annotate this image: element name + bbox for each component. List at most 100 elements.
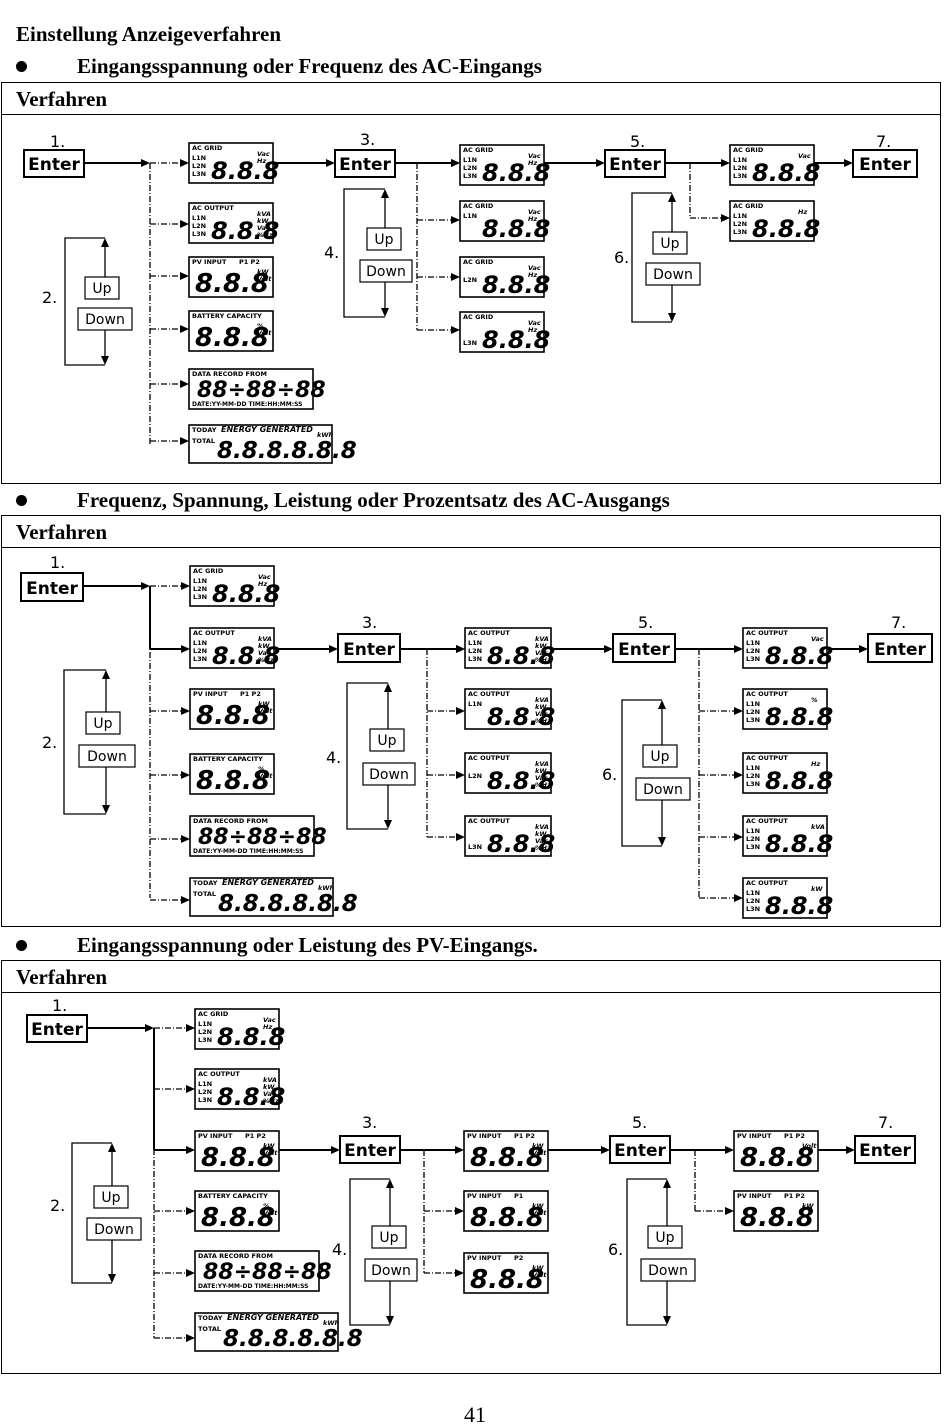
arrow-head xyxy=(668,193,676,202)
unit-label: Volt xyxy=(532,1149,547,1157)
lcd-label: L3N xyxy=(193,655,207,663)
down-button[interactable] xyxy=(364,1258,418,1282)
lcd-label: AC OUTPUT xyxy=(198,1070,240,1078)
lcd-digits: 8.8.8 xyxy=(487,830,555,858)
unit-label: %Hz xyxy=(535,844,551,852)
unit-label: kVA xyxy=(263,1076,277,1084)
lcd-label: L2N xyxy=(733,220,747,228)
up-button[interactable] xyxy=(371,1225,407,1249)
pv-input-display xyxy=(188,256,274,298)
arrow-head xyxy=(456,771,465,779)
down-button-label: Down xyxy=(94,1222,134,1238)
up-button[interactable] xyxy=(369,728,405,752)
down-button[interactable] xyxy=(645,262,701,286)
enter-button[interactable] xyxy=(339,1135,401,1164)
arrow-head xyxy=(596,159,605,167)
lcd-label: L1N xyxy=(192,154,206,162)
lcd-digits: 88÷88÷88 xyxy=(197,378,326,403)
arrow-head xyxy=(734,771,743,779)
unit-label: kW xyxy=(802,1202,814,1210)
arrow-head xyxy=(181,835,190,843)
unit-label: Vac xyxy=(535,837,548,845)
enter-button[interactable] xyxy=(26,1014,88,1043)
up-button-label: Up xyxy=(655,1230,674,1246)
lcd-label: AC GRID xyxy=(733,146,764,154)
down-button[interactable] xyxy=(77,307,133,331)
lcd-label: L3N xyxy=(192,170,206,178)
unit-label: %Hz xyxy=(535,781,551,789)
unit-label: Hz xyxy=(798,208,807,216)
up-button[interactable] xyxy=(366,227,402,251)
arrow-head xyxy=(331,1146,340,1154)
down-button-label: Down xyxy=(366,264,406,280)
step-number: 6. xyxy=(614,248,629,267)
up-button[interactable] xyxy=(642,744,678,768)
arrow-head xyxy=(734,833,743,841)
enter-button-label: Enter xyxy=(609,155,661,175)
up-button[interactable] xyxy=(647,1225,683,1249)
loop-bracket xyxy=(349,1178,390,1326)
enter-button-label: Enter xyxy=(343,640,395,660)
unit-label: Hz xyxy=(528,215,537,223)
down-button-label: Down xyxy=(643,782,683,798)
lcd-label: P1 P2 xyxy=(784,1132,805,1140)
unit-label: %Hz xyxy=(263,1097,279,1105)
arrow-head xyxy=(386,1179,394,1188)
lcd-digits: 8.8.8 xyxy=(470,1143,544,1173)
lcd-label: ENERGY GENERATED xyxy=(221,425,313,434)
down-button[interactable] xyxy=(359,259,413,283)
up-button[interactable] xyxy=(93,1185,129,1209)
unit-label: % xyxy=(258,765,265,773)
lcd-label: L2N xyxy=(746,897,760,905)
down-button[interactable] xyxy=(635,777,691,801)
down-button[interactable] xyxy=(78,744,136,768)
page-title: Einstellung Anzeigeverfahren xyxy=(16,22,282,46)
data-record-display xyxy=(189,815,315,857)
lcd-digits: 8.8.8.8.8.8 xyxy=(223,1326,363,1352)
enter-button[interactable] xyxy=(867,633,933,663)
up-button[interactable] xyxy=(85,711,121,735)
lcd-digits: 8.8.8 xyxy=(740,1143,814,1173)
lcd-label: PV INPUT xyxy=(467,1254,502,1262)
lcd-label: L1N xyxy=(468,700,482,708)
enter-button[interactable] xyxy=(852,149,918,178)
battery-capacity-display xyxy=(188,310,274,352)
ac-grid-display xyxy=(459,256,545,298)
down-button[interactable] xyxy=(362,762,416,786)
arrow-head xyxy=(734,707,743,715)
enter-button[interactable] xyxy=(854,1135,916,1164)
arrow-head xyxy=(455,1146,464,1154)
lcd-label: L3N xyxy=(198,1096,212,1104)
lcd-digits: 8.8.8 xyxy=(487,767,555,795)
down-button[interactable] xyxy=(640,1258,696,1282)
up-button[interactable] xyxy=(652,231,688,255)
arrow-head xyxy=(384,683,392,692)
unit-label: Vac xyxy=(535,774,548,782)
enter-button[interactable] xyxy=(23,149,85,178)
up-button[interactable] xyxy=(84,276,120,300)
arrow-head xyxy=(451,216,460,224)
lcd-label: AC GRID xyxy=(463,313,494,321)
data-record-display xyxy=(194,1250,320,1292)
lcd-label: TODAY xyxy=(192,426,217,434)
down-button[interactable] xyxy=(86,1217,142,1241)
lcd-digits: 8.8.8 xyxy=(482,271,550,299)
ac-output-display xyxy=(194,1068,280,1110)
lcd-label: L2N xyxy=(468,647,482,655)
pv-input-display xyxy=(463,1252,549,1294)
lcd-label: L2N xyxy=(463,276,477,284)
ac-grid-display xyxy=(188,142,274,184)
lcd-label: AC GRID xyxy=(192,144,223,152)
arrow-head xyxy=(384,820,392,829)
lcd-label: L2N xyxy=(733,164,747,172)
unit-label: %Hz xyxy=(257,231,273,239)
ac-output-display xyxy=(742,877,828,919)
ac-output-display xyxy=(742,815,828,857)
lcd-digits: 8.8.8 xyxy=(470,1203,544,1233)
step-number: 2. xyxy=(42,288,57,307)
lcd-digits: 8.8.8 xyxy=(765,642,833,670)
unit-label: Vac xyxy=(811,635,824,643)
lcd-digits: 8.8.8 xyxy=(752,215,820,243)
bullet-dot xyxy=(16,939,27,951)
